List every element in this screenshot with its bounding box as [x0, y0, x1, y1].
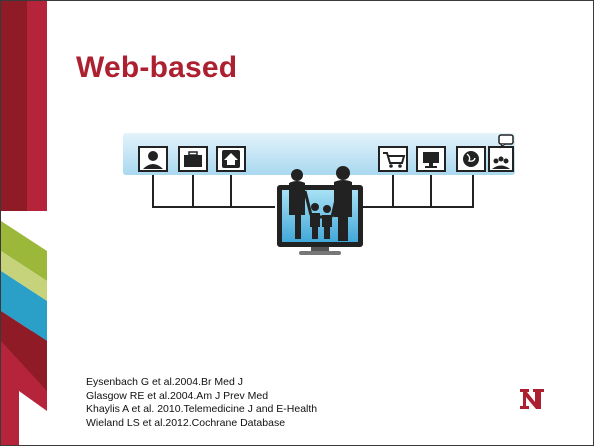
reference-item: Wieland LS et al.2012.Cochrane Database	[86, 416, 286, 429]
slide-title: Web-based	[76, 51, 238, 84]
reference-item: Khaylis A et al. 2010.Telemedicine J and…	[86, 403, 318, 415]
family-icon	[277, 166, 363, 255]
reference-list: Eysenbach G et al.2004.Br Med J Glasgow …	[86, 376, 317, 430]
doctor-icon	[138, 146, 168, 172]
university-logo-icon	[519, 386, 545, 412]
shopping-cart-icon	[378, 146, 408, 172]
web-health-illustration	[123, 131, 515, 255]
home-icon	[216, 146, 246, 172]
briefcase-icon	[178, 146, 208, 172]
decorative-side-band	[1, 1, 61, 445]
reference-item: Eysenbach G et al.2004.Br Med J	[86, 376, 244, 388]
group-chat-icon	[488, 134, 514, 172]
connector-lines	[152, 175, 474, 208]
reference-item: Glasgow RE et al.2004.Am J Prev Med	[86, 389, 269, 402]
globe-icon	[456, 146, 486, 172]
monitor-icon	[416, 146, 446, 172]
